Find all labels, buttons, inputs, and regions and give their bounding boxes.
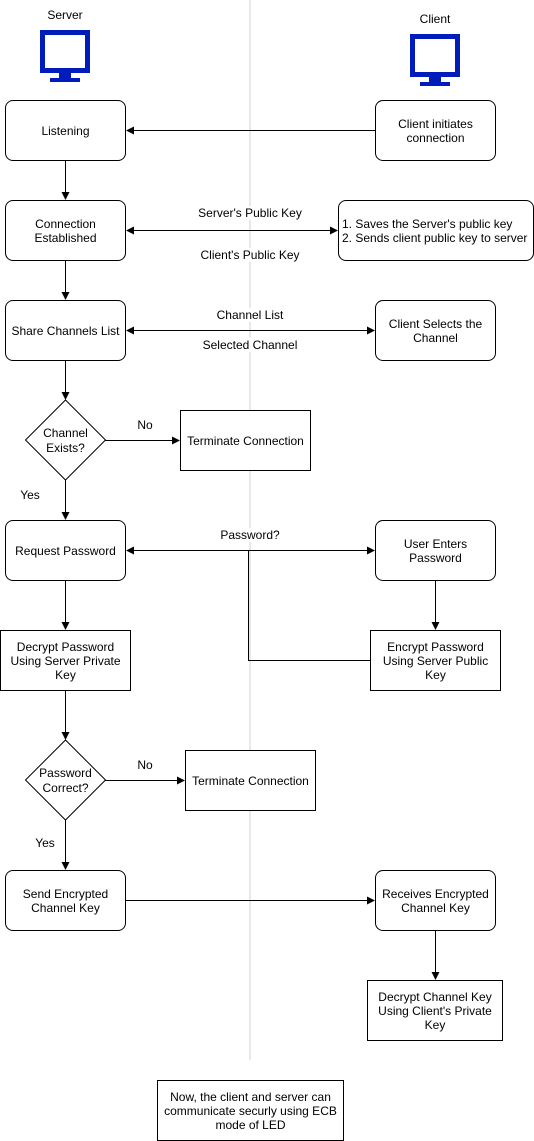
node-decrypt-password: Decrypt Password Using Server Private Ke… bbox=[0, 630, 131, 691]
node-receives-channel-key: Receives Encrypted Channel Key bbox=[375, 870, 496, 931]
client-header: Client bbox=[419, 12, 451, 26]
node-client-selects: Client Selects the Channel bbox=[375, 300, 496, 361]
label-yes-1: Yes bbox=[20, 488, 40, 502]
label-server-public-key: Server's Public Key bbox=[198, 206, 302, 220]
diamond-channel-exists bbox=[24, 399, 107, 481]
label-channel-list: Channel List bbox=[216, 308, 284, 322]
node-client-saves-keys: 1. Saves the Server's public key 2. Send… bbox=[338, 200, 534, 261]
node-final-note: Now, the client and server can communica… bbox=[157, 1080, 344, 1141]
label-password-question: Password? bbox=[220, 528, 280, 542]
node-send-channel-key: Send Encrypted Channel Key bbox=[5, 870, 126, 931]
diamond-password-correct bbox=[24, 739, 107, 821]
node-share-channels: Share Channels List bbox=[5, 300, 126, 361]
label-no-1: No bbox=[137, 418, 153, 432]
node-encrypt-password: Encrypt Password Using Server Public Key bbox=[370, 630, 501, 691]
node-connection-established: Connection Established bbox=[5, 200, 126, 261]
label-no-2: No bbox=[137, 758, 153, 772]
node-terminate-2: Terminate Connection bbox=[185, 750, 316, 811]
node-decrypt-channel-key: Decrypt Channel Key Using Client's Priva… bbox=[367, 980, 503, 1041]
node-listening: Listening bbox=[5, 100, 126, 161]
node-channel-exists: Channel Exists? bbox=[43, 425, 88, 455]
node-client-initiates: Client initiates connection bbox=[375, 100, 496, 161]
server-header: Server bbox=[47, 8, 83, 22]
label-selected-channel: Selected Channel bbox=[202, 338, 298, 352]
label-client-public-key: Client's Public Key bbox=[200, 248, 300, 262]
node-password-correct: Password Correct? bbox=[39, 765, 92, 795]
edge-encrypt-to-request bbox=[248, 550, 370, 661]
label-yes-2: Yes bbox=[35, 836, 55, 850]
client-monitor-icon bbox=[410, 34, 460, 86]
server-monitor-icon bbox=[40, 30, 90, 82]
node-request-password: Request Password bbox=[5, 520, 126, 581]
node-user-enters: User Enters Password bbox=[375, 520, 496, 581]
node-terminate-1: Terminate Connection bbox=[180, 410, 311, 471]
